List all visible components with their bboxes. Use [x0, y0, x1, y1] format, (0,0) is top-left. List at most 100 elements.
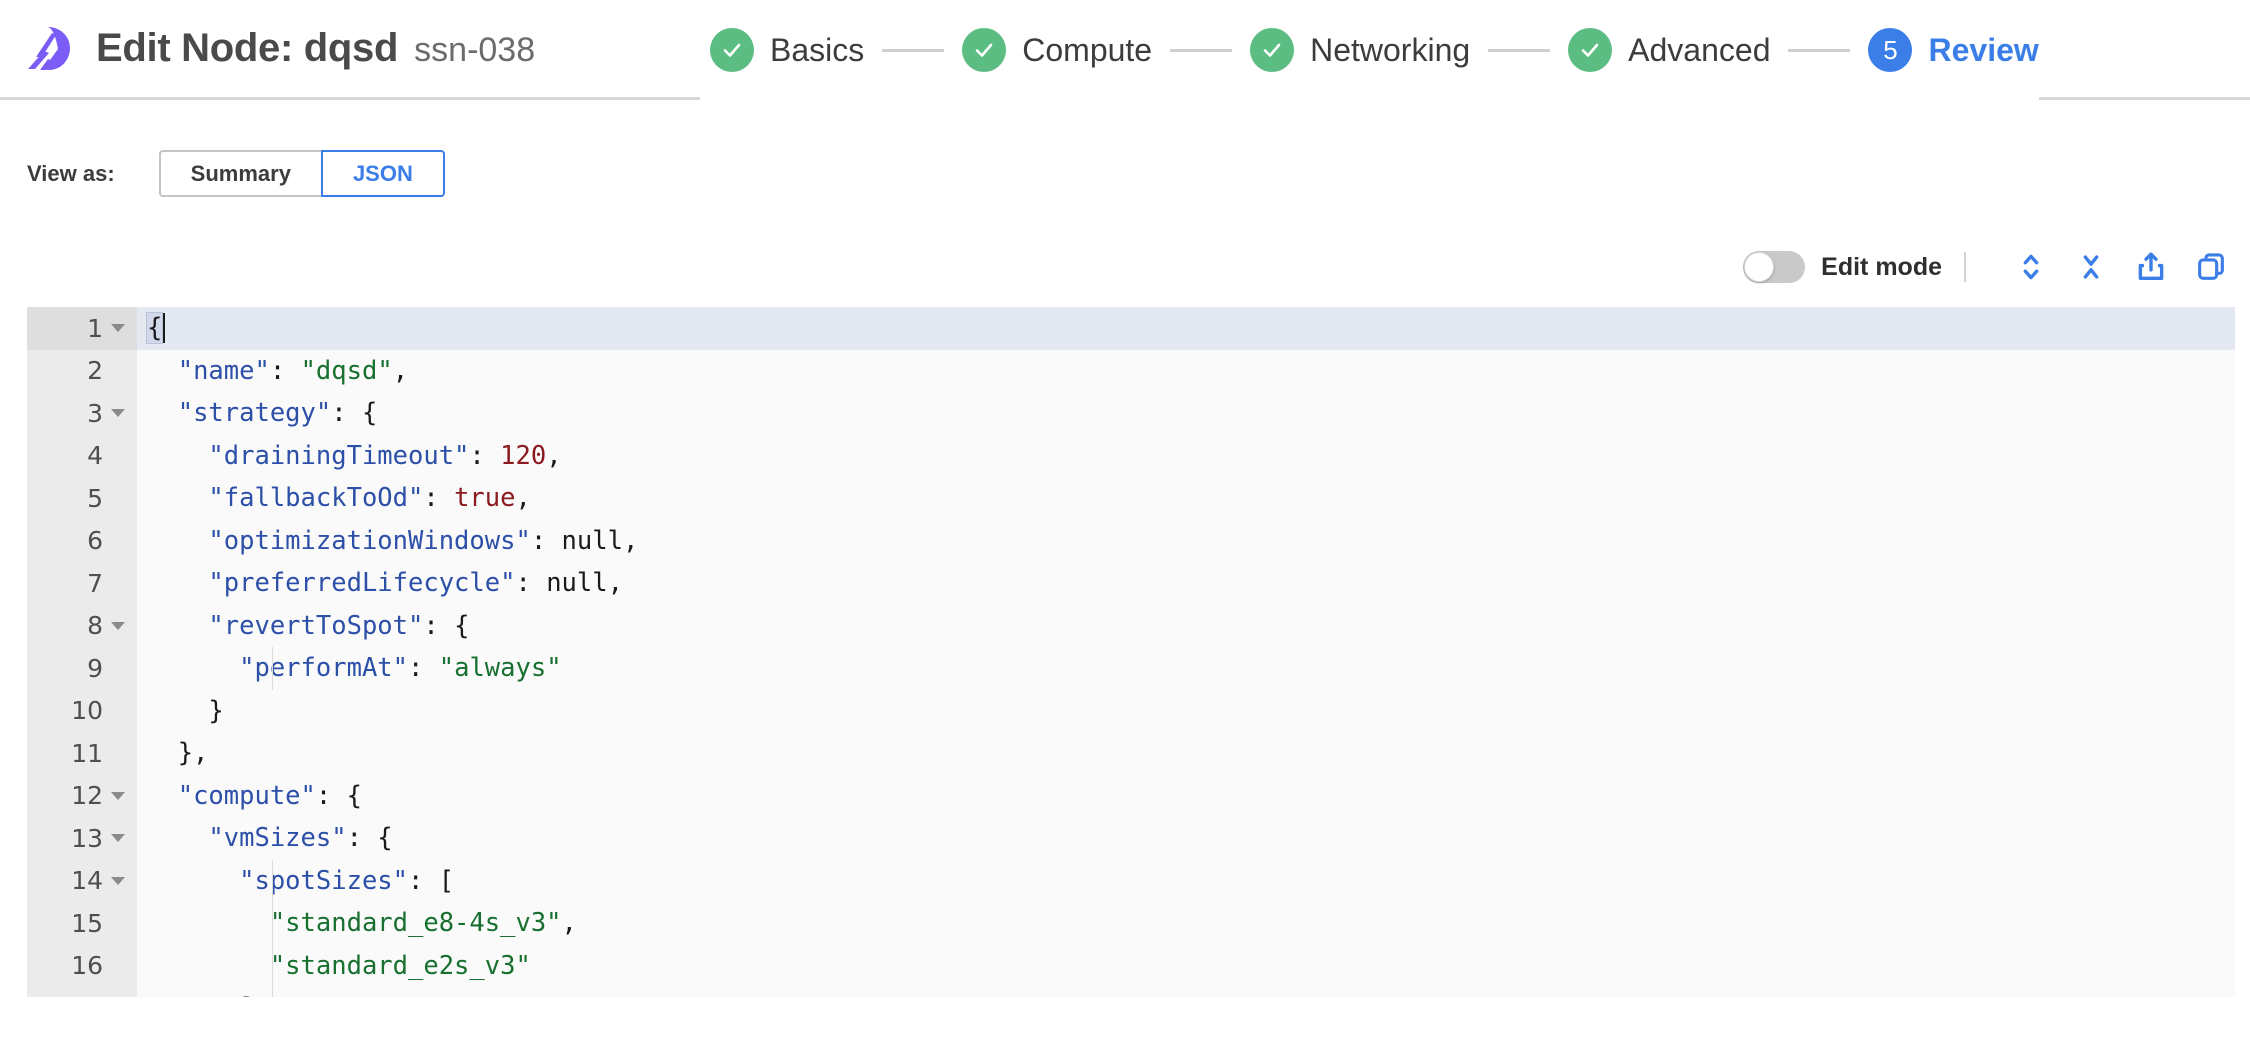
step-basics-label: Basics [770, 31, 865, 68]
code-line[interactable]: 9 "performAt": "always" [27, 647, 2235, 690]
step-connector [1170, 48, 1233, 52]
step-review[interactable]: 5 Review [1868, 28, 2039, 72]
line-gutter: 4 [27, 434, 137, 477]
code-content: } [147, 695, 224, 726]
code-line[interactable]: 6 "optimizationWindows": null, [27, 519, 2235, 562]
step-basics[interactable]: Basics [710, 28, 864, 72]
line-number: 14 [71, 866, 103, 896]
code-token: { [145, 312, 164, 345]
page-header: Edit Node: dqsd ssn-038 Basics Compute [0, 0, 2250, 100]
line-number: 16 [71, 951, 103, 981]
step-connector [1488, 48, 1551, 52]
json-editor[interactable]: 1 { 2 "name": "dqsd", 3 "strategy": { 4 … [27, 307, 2235, 997]
wizard-stepper: Basics Compute Networking [700, 0, 2039, 100]
line-number: 10 [71, 696, 103, 726]
code-content: "standard_e8-4s_v3", [137, 902, 2235, 945]
step-compute[interactable]: Compute [962, 28, 1152, 72]
line-number: 2 [87, 356, 103, 386]
code-line[interactable]: 17 ], [27, 987, 2235, 997]
line-number: 7 [87, 568, 103, 598]
line-number: 5 [87, 483, 103, 513]
line-gutter: 6 [27, 519, 137, 562]
copy-icon[interactable] [2194, 250, 2228, 284]
fold-toggle-icon[interactable] [107, 792, 129, 800]
expand-all-icon[interactable] [2014, 250, 2048, 284]
edit-mode-toggle-knob [1744, 252, 1775, 282]
fold-toggle-icon[interactable] [107, 324, 129, 332]
code-line[interactable]: 8 "revertToSpot": { [27, 604, 2235, 647]
view-as-segmented-control[interactable]: Summary JSON [158, 150, 445, 197]
code-content: "performAt": "always" [137, 647, 2235, 690]
line-number: 12 [71, 781, 103, 811]
code-content: { [137, 307, 2235, 350]
code-line[interactable]: 3 "strategy": { [27, 392, 2235, 435]
share-export-icon[interactable] [2134, 250, 2168, 284]
step-review-number: 5 [1883, 35, 1898, 65]
line-gutter: 5 [27, 477, 137, 520]
step-compute-marker [962, 28, 1007, 72]
code-token: "revertToSpot" [208, 610, 424, 641]
code-content: "revertToSpot": { [208, 610, 470, 641]
code-line[interactable]: 1 { [27, 307, 2235, 350]
code-token: "name" [177, 355, 270, 386]
code-line[interactable]: 12 "compute": { [27, 774, 2235, 817]
check-icon [1581, 43, 1599, 57]
code-line[interactable]: 11 }, [27, 732, 2235, 775]
line-number: 4 [87, 441, 103, 471]
page-title: Edit Node: dqsd [96, 26, 399, 70]
code-content: ], [137, 987, 2235, 997]
view-as-json-button[interactable]: JSON [320, 150, 445, 197]
code-token: "always" [438, 653, 562, 684]
line-number: 8 [87, 611, 103, 641]
fold-toggle-icon[interactable] [107, 877, 129, 885]
step-advanced[interactable]: Advanced [1568, 28, 1770, 72]
fold-toggle-icon[interactable] [107, 834, 129, 842]
step-networking-label: Networking [1310, 31, 1471, 68]
line-gutter: 14 [27, 859, 137, 902]
code-content: "standard_e2s_v3" [137, 944, 2235, 987]
code-token: null [561, 525, 623, 556]
line-gutter: 12 [27, 774, 137, 817]
code-line[interactable]: 16 "standard_e2s_v3" [27, 944, 2235, 987]
code-content: "optimizationWindows": null, [208, 525, 639, 556]
code-line[interactable]: 4 "drainingTimeout": 120, [27, 434, 2235, 477]
step-networking-marker [1250, 28, 1295, 72]
step-advanced-marker [1568, 28, 1613, 72]
code-line[interactable]: 10 } [27, 689, 2235, 732]
code-token: "standard_e8-4s_v3" [269, 908, 562, 939]
code-token: 120 [500, 440, 547, 471]
code-line[interactable]: 5 "fallbackToOd": true, [27, 477, 2235, 520]
view-as-summary-button[interactable]: Summary [158, 150, 321, 197]
step-networking[interactable]: Networking [1250, 28, 1470, 72]
step-connector [882, 48, 945, 52]
code-line[interactable]: 13 "vmSizes": { [27, 817, 2235, 860]
fold-toggle-icon[interactable] [107, 409, 129, 417]
code-content: "strategy": { [177, 398, 378, 429]
code-line[interactable]: 7 "preferredLifecycle": null, [27, 562, 2235, 605]
page-subtitle: ssn-038 [414, 31, 536, 69]
code-token: "spotSizes" [239, 865, 409, 896]
code-token: "dqsd" [300, 355, 393, 386]
check-icon [723, 43, 741, 57]
code-token: "vmSizes" [208, 823, 347, 854]
check-icon [1263, 43, 1281, 57]
view-as-label: View as: [27, 160, 115, 186]
line-number: 15 [71, 908, 103, 938]
code-content: }, [147, 738, 209, 769]
code-token: "standard_e2s_v3" [269, 950, 531, 981]
code-line[interactable]: 14 "spotSizes": [ [27, 859, 2235, 902]
code-content: "drainingTimeout": 120, [208, 440, 562, 471]
line-number: 3 [87, 398, 103, 428]
line-number: 9 [87, 653, 103, 683]
code-content: "name": "dqsd", [177, 355, 409, 386]
code-content: "preferredLifecycle": null, [208, 568, 623, 599]
code-line[interactable]: 15 "standard_e8-4s_v3", [27, 902, 2235, 945]
fold-toggle-icon[interactable] [107, 622, 129, 630]
collapse-all-icon[interactable] [2074, 250, 2108, 284]
line-gutter: 17 [27, 987, 137, 997]
edit-mode-toggle[interactable] [1743, 251, 1806, 283]
spot-logo-icon [28, 26, 70, 70]
code-content: "vmSizes": { [208, 823, 393, 854]
step-review-label: Review [1928, 31, 2039, 68]
code-line[interactable]: 2 "name": "dqsd", [27, 349, 2235, 392]
